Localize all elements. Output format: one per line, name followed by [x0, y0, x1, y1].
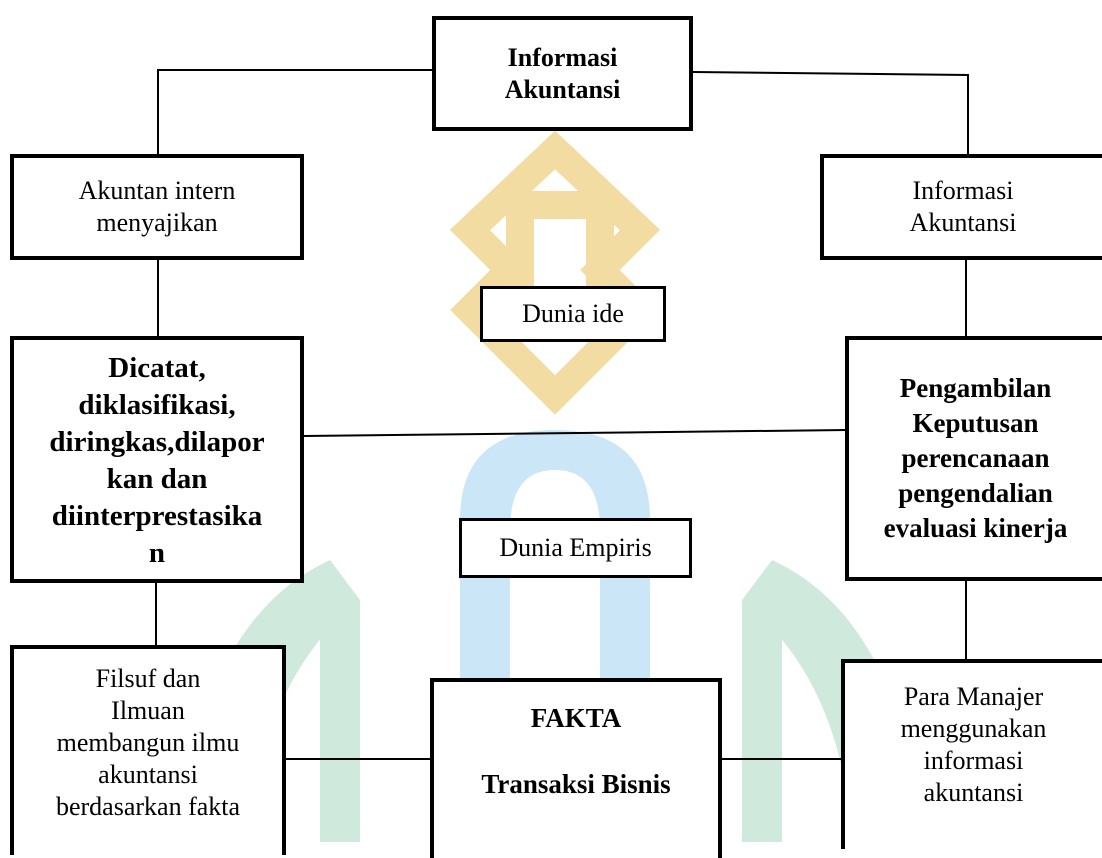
label-dunia-ide-text: Dunia ide — [522, 299, 624, 328]
left-box-accountant: Akuntan intern menyajikan — [10, 154, 304, 260]
right-box-decision: Pengambilan Keputusan perencanaan pengen… — [845, 336, 1102, 581]
label-dunia-empiris-text: Dunia Empiris — [499, 533, 652, 562]
bottom-box-fact-subtitle: Transaksi Bisnis — [481, 769, 671, 799]
left-box-philosopher: Filsuf dan Ilmuan membangun ilmu akuntan… — [10, 645, 286, 855]
bottom-box-fact-title: FAKTA — [530, 703, 622, 733]
right-box-decision-label: Pengambilan Keputusan perencanaan pengen… — [883, 373, 1068, 543]
connector-middle-horizontal — [303, 429, 848, 437]
connector-top-left — [157, 69, 432, 155]
label-dunia-empiris: Dunia Empiris — [459, 518, 692, 578]
right-box-information-label: Informasi Akuntansi — [909, 176, 1017, 237]
left-box-accountant-label: Akuntan intern menyajikan — [78, 176, 236, 237]
left-box-philosopher-label: Filsuf dan Ilmuan membangun ilmu akuntan… — [55, 664, 241, 821]
top-box-label: Informasi Akuntansi — [504, 42, 621, 104]
connector-top-right — [692, 71, 969, 155]
right-box-managers-label: Para Manajer menggunakan informasi akunt… — [900, 682, 1047, 807]
right-box-information: Informasi Akuntansi — [820, 154, 1102, 260]
right-box-managers: Para Manajer menggunakan informasi akunt… — [841, 659, 1102, 849]
bottom-box-fact: FAKTA Transaksi Bisnis — [430, 678, 722, 858]
left-box-process-label: Dicatat, diklasifikasi, diringkas,dilapo… — [49, 352, 265, 569]
top-box: Informasi Akuntansi — [432, 16, 693, 131]
left-box-process: Dicatat, diklasifikasi, diringkas,dilapo… — [10, 336, 304, 583]
label-dunia-ide: Dunia ide — [480, 286, 666, 342]
